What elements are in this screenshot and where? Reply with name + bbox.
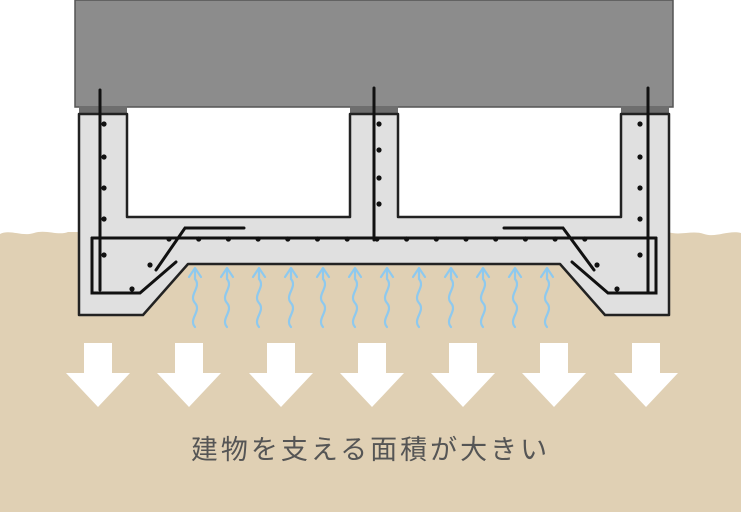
sill-plate-right — [621, 106, 669, 114]
rebar-dot — [101, 252, 107, 258]
rebar-dot — [285, 236, 291, 242]
rebar-dot — [376, 121, 382, 127]
wavy-up-arrow-icon — [219, 266, 235, 329]
rebar-dot — [196, 236, 202, 242]
rebar-dot — [101, 185, 107, 191]
sill-plate-left — [79, 106, 127, 114]
rebar-dot — [255, 236, 261, 242]
down-arrow-icon — [340, 343, 404, 407]
rebar-dot — [374, 236, 380, 242]
rebar-dot — [376, 147, 382, 153]
rebar-dot — [594, 262, 600, 268]
wavy-up-arrow-icon — [283, 266, 299, 329]
rebar-bent-left — [154, 226, 246, 272]
down-arrow-icon — [431, 343, 495, 407]
rebar-dot — [101, 154, 107, 160]
rebar-dot — [614, 286, 620, 292]
rebar-edge-left — [90, 236, 178, 295]
rebar-dot — [314, 236, 321, 242]
rebar-dot — [493, 236, 499, 242]
downward-load-arrows — [66, 343, 678, 407]
down-arrow-icon — [249, 343, 313, 407]
wavy-up-arrow-icon — [475, 266, 491, 329]
rebar-lines — [90, 86, 658, 295]
wavy-up-arrow-icon — [443, 266, 459, 329]
rebar-dot — [433, 236, 439, 242]
rebar-dot — [147, 262, 153, 268]
rebar-dot — [552, 236, 558, 242]
rebar-bent-right — [502, 226, 596, 272]
rebar-dot — [166, 236, 172, 242]
wavy-up-arrow-icon — [251, 266, 267, 329]
wavy-up-arrow-icon — [539, 266, 555, 329]
wavy-up-arrow-icon — [187, 266, 203, 329]
down-arrow-icon — [522, 343, 586, 407]
rebar-dot — [404, 236, 410, 242]
rebar-dot — [522, 236, 529, 242]
rebar-dot — [101, 121, 107, 127]
wavy-up-arrow-icon — [347, 266, 363, 329]
wavy-up-arrow-icon — [507, 266, 523, 329]
rebar-dot — [637, 185, 643, 191]
rebar-dots — [101, 121, 643, 292]
rebar-edge-right — [570, 236, 658, 295]
wavy-up-arrow-icon — [411, 266, 427, 329]
rebar-dot — [376, 175, 382, 181]
rebar-dot — [637, 216, 643, 222]
rebar-dot — [582, 236, 588, 242]
diagram-caption: 建物を支える面積が大きい — [190, 435, 551, 466]
rebar-dot — [225, 236, 231, 242]
down-arrow-icon — [157, 343, 221, 407]
rebar-dot — [101, 216, 107, 222]
rebar-dot — [129, 286, 135, 292]
wavy-up-arrow-icon — [379, 266, 395, 329]
upward-pressure-waves — [187, 266, 555, 329]
rebar-dot — [463, 236, 469, 242]
rebar-dot — [376, 201, 382, 207]
rebar-dot — [344, 236, 350, 242]
down-arrow-icon — [66, 343, 130, 407]
wavy-up-arrow-icon — [315, 266, 331, 329]
down-arrow-icon — [614, 343, 678, 407]
rebar-dot — [637, 154, 643, 160]
rebar-dot — [637, 252, 643, 258]
rebar-dot — [637, 121, 643, 127]
